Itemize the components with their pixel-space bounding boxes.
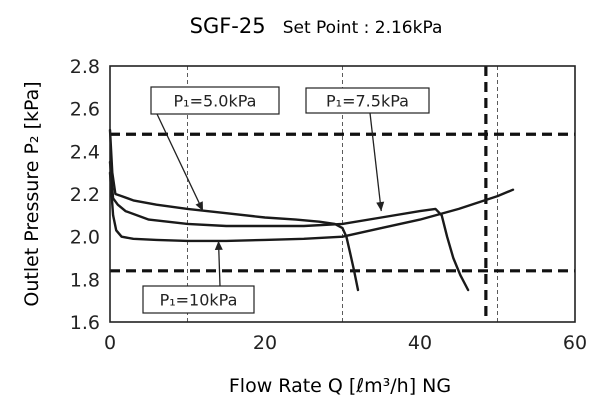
annotation-2: P₁=10kPa [142,240,255,314]
y-tick-label-0: 1.6 [70,312,100,334]
x-tick-label-1: 20 [253,332,277,354]
series-layer [108,128,515,292]
annotation-box-0 [150,86,280,115]
annotation-box-1 [305,87,430,114]
annotation-box-2 [142,285,255,314]
series-line-0 [108,128,360,292]
annotation-arrowhead-1 [376,201,385,212]
plot-frame [109,65,576,323]
annotation-arrow-line-1 [369,112,382,212]
series-line-1 [108,160,470,292]
annotation-0: P₁=5.0kPa [150,86,280,212]
x-tick-label-0: 0 [104,332,116,354]
x-axis-label: Flow Rate Q [ℓm³/h] NG [229,375,451,397]
annotation-label-1: P₁=7.5kPa [326,92,409,111]
chart-subtitle: Set Point : 2.16kPa [283,18,443,38]
annotation-arrowhead-2 [214,240,223,251]
annotation-arrowhead-0 [195,201,203,212]
x-tick-label-3: 60 [563,332,587,354]
y-tick-label-2: 2.0 [70,227,100,249]
chart-title-line: SGF-25 Set Point : 2.16kPa [190,14,443,38]
y-tick-label-6: 2.8 [70,56,100,78]
y-tick-label-3: 2.2 [70,184,100,206]
y-tick-label-5: 2.6 [70,99,100,121]
annotation-label-0: P₁=5.0kPa [174,92,257,111]
x-tick-label-2: 40 [408,332,432,354]
chart-title: SGF-25 [190,14,266,38]
annotation-1: P₁=7.5kPa [305,87,430,212]
annotation-arrow-line-0 [156,113,204,212]
y-tick-label-4: 2.4 [70,141,100,163]
reference-lines [110,66,575,322]
annotation-label-2: P₁=10kPa [160,291,238,310]
y-axis-label: Outlet Pressure P₂ [kPa] [21,81,43,306]
tick-layer: 0 20 40 60 1.6 1.8 2.0 2.2 2.4 2.6 2.8 [70,56,587,354]
series-line-2 [108,171,515,243]
y-tick-label-1: 1.8 [70,269,100,291]
